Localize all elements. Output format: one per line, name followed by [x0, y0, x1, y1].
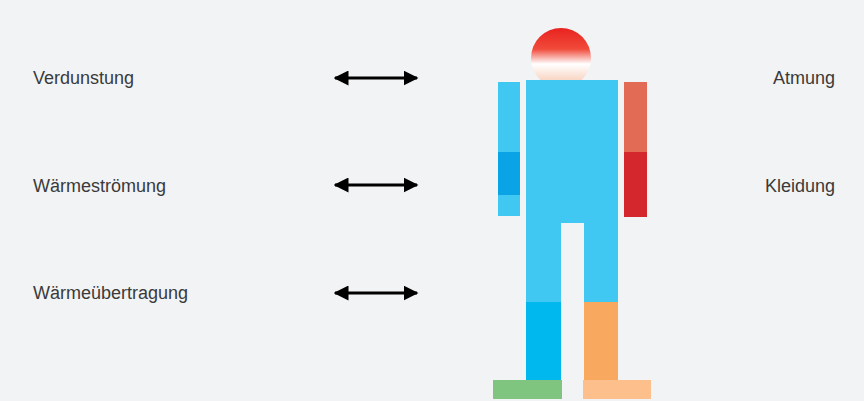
left-leg	[526, 222, 561, 302]
left-foot	[493, 380, 562, 399]
left-arm	[498, 82, 520, 216]
right-foot	[583, 380, 651, 399]
right-arm	[624, 82, 647, 152]
left-shin	[526, 302, 561, 380]
right-shin	[584, 302, 618, 380]
head	[531, 28, 591, 88]
right-leg	[584, 222, 618, 302]
double-arrows	[335, 78, 417, 293]
side-label: Wärmeübertragung	[33, 282, 188, 304]
side-label: Verdunstung	[33, 67, 134, 89]
side-label: Atmung	[773, 67, 835, 89]
side-label: Wärmeströmung	[33, 175, 166, 197]
side-label: Kleidung	[765, 175, 835, 197]
left-forearm	[498, 152, 520, 195]
right-forearm	[624, 152, 647, 217]
torso	[526, 80, 618, 223]
